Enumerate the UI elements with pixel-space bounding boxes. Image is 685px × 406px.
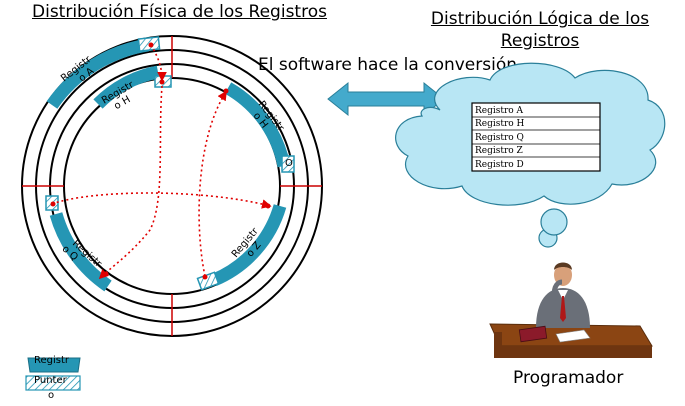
logical-distribution-title: Distribución Lógica de los Registros [430, 9, 650, 51]
table-row: Registro H [475, 119, 525, 129]
legend-pointer-swatch [25, 375, 81, 391]
table-row: Registro Q [475, 133, 524, 143]
pointer-q-to-z [51, 192, 272, 209]
pointer-d-box [281, 155, 295, 173]
record-h-segment [93, 65, 160, 109]
sector-lines [22, 36, 322, 336]
pointer-a-to-h [150, 44, 167, 82]
conversion-caption: El software hace la conversión [258, 55, 518, 75]
legend-pointer-label: Punter o [34, 375, 70, 401]
pointer-z-to-d [198, 90, 227, 277]
pointer-z-box [196, 271, 220, 291]
physical-distribution-title: Distribución Física de los Registros [32, 2, 327, 22]
legend-record-label: Registr [34, 355, 70, 366]
track-2 [35, 49, 309, 323]
pointer-chain [51, 44, 272, 280]
record-z-segment [211, 204, 287, 286]
record-a-segment [46, 38, 150, 109]
pointer-dots [50, 42, 271, 280]
legend-record-swatch [27, 357, 81, 373]
programmer-label: Programador [513, 368, 624, 388]
programmer-illustration [489, 262, 653, 358]
table-row: Registro A [475, 106, 524, 116]
logical-record-table: Registro A Registro H Registro Q Registr… [471, 102, 601, 172]
disk: Registr o A Registr o H Registr o H O Re… [21, 35, 323, 337]
table-row: Registro Z [475, 146, 523, 156]
table-row: Registro D [475, 160, 524, 170]
legend: Registr Punter o [25, 355, 81, 401]
record-d-fragment-label: O [285, 158, 293, 169]
record-q-segment [49, 212, 112, 292]
pointer-h-to-q [98, 85, 163, 280]
